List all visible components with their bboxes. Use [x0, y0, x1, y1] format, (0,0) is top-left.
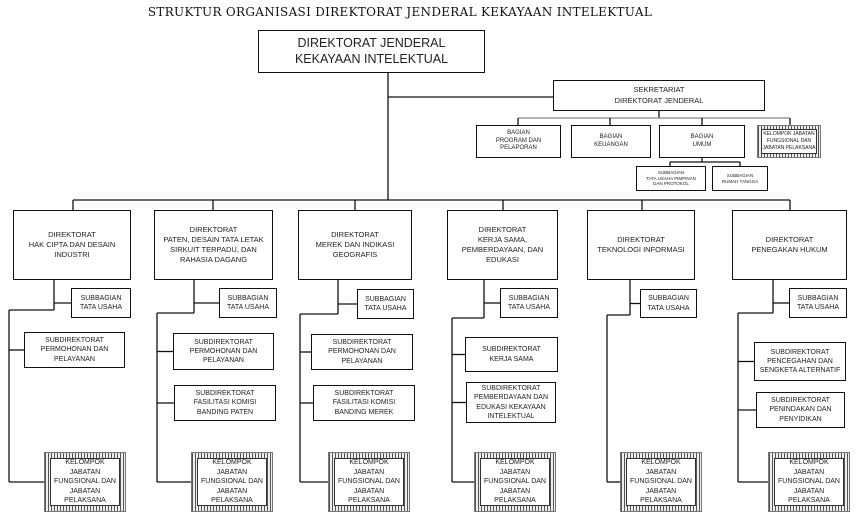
- subbagian-tata-usaha-box: SUBBAGIAN TATA USAHA: [71, 288, 131, 318]
- subdirektorat-box: SUBDIREKTORAT PENINDAKAN DAN PENYIDIKAN: [756, 392, 845, 428]
- subdirektorat-box: SUBDIREKTORAT PERMOHONAN DAN PELAYANAN: [311, 334, 413, 370]
- kelompok-jabatan-box: KELOMPOK JABATAN FUNGSIONAL DAN JABATAN …: [768, 452, 850, 512]
- directorate-box: DIREKTORAT PENEGAKAN HUKUM: [732, 210, 847, 280]
- kelompok-jabatan-box: KELOMPOK JABATAN FUNGSIONAL DAN JABATAN …: [620, 452, 702, 512]
- subbagian-tu-pimpinan-box: SUBBAGIAN TATA USAHA PIMPINAN DAN PROTOK…: [636, 166, 706, 191]
- subbagian-tata-usaha-box: SUBBAGIAN TATA USAHA: [357, 289, 414, 319]
- directorate-box: DIREKTORAT KERJA SAMA, PEMBERDAYAAN, DAN…: [447, 210, 558, 280]
- subdirektorat-box: SUBDIREKTORAT PENCEGAHAN DAN SENGKETA AL…: [754, 342, 846, 381]
- kelompok-jabatan-label: KELOMPOK JABATAN FUNGSIONAL DAN JABATAN …: [480, 458, 550, 506]
- secretariat-box: SEKRETARIAT DIREKTORAT JENDERAL: [553, 80, 765, 111]
- subdirektorat-box: SUBDIREKTORAT PEMBERDAYAAN DAN EDUKASI K…: [466, 382, 556, 423]
- secretariat-kelompok-label: KELOMPOK JABATAN FUNGSIONAL DAN JABATAN …: [761, 129, 817, 154]
- secretariat-kelompok-box: KELOMPOK JABATAN FUNGSIONAL DAN JABATAN …: [757, 125, 821, 158]
- directorate-box: DIREKTORAT MEREK DAN INDIKASI GEOGRAFIS: [298, 210, 412, 280]
- subbagian-rumah-tangga-box: SUBBAGIAN RUMAH TANGGA: [712, 166, 768, 191]
- subbagian-tata-usaha-box: SUBBAGIAN TATA USAHA: [219, 288, 277, 318]
- subbagian-tata-usaha-box: SUBBAGIAN TATA USAHA: [789, 288, 847, 318]
- subdirektorat-box: SUBDIREKTORAT FASILITASI KOMISI BANDING …: [174, 385, 276, 421]
- bagian-keuangan-box: BAGIAN KEUANGAN: [571, 125, 651, 158]
- subbagian-tata-usaha-box: SUBBAGIAN TATA USAHA: [500, 288, 558, 318]
- kelompok-jabatan-box: KELOMPOK JABATAN FUNGSIONAL DAN JABATAN …: [474, 452, 556, 512]
- subdirektorat-box: SUBDIREKTORAT PERMOHONAN DAN PELAYANAN: [24, 332, 125, 368]
- kelompok-jabatan-box: KELOMPOK JABATAN FUNGSIONAL DAN JABATAN …: [191, 452, 273, 512]
- subdirektorat-box: SUBDIREKTORAT FASILITASI KOMISI BANDING …: [313, 385, 415, 421]
- kelompok-jabatan-label: KELOMPOK JABATAN FUNGSIONAL DAN JABATAN …: [334, 458, 404, 506]
- subbagian-tata-usaha-box: SUBBAGIAN TATA USAHA: [640, 289, 697, 318]
- kelompok-jabatan-label: KELOMPOK JABATAN FUNGSIONAL DAN JABATAN …: [50, 458, 120, 506]
- directorate-box: DIREKTORAT PATEN, DESAIN TATA LETAK SIRK…: [154, 210, 273, 280]
- bagian-umum-box: BAGIAN UMUM: [659, 125, 745, 158]
- kelompok-jabatan-label: KELOMPOK JABATAN FUNGSIONAL DAN JABATAN …: [774, 458, 844, 506]
- kelompok-jabatan-box: KELOMPOK JABATAN FUNGSIONAL DAN JABATAN …: [328, 452, 410, 512]
- subdirektorat-box: SUBDIREKTORAT KERJA SAMA: [465, 337, 558, 372]
- directorate-general-box: DIREKTORAT JENDERAL KEKAYAAN INTELEKTUAL: [258, 30, 485, 73]
- kelompok-jabatan-label: KELOMPOK JABATAN FUNGSIONAL DAN JABATAN …: [197, 458, 267, 506]
- directorate-box: DIREKTORAT TEKNOLOGI INFORMASI: [587, 210, 695, 280]
- kelompok-jabatan-box: KELOMPOK JABATAN FUNGSIONAL DAN JABATAN …: [44, 452, 126, 512]
- subdirektorat-box: SUBDIREKTORAT PERMOHONAN DAN PELAYANAN: [173, 333, 274, 370]
- directorate-box: DIREKTORAT HAK CIPTA DAN DESAIN INDUSTRI: [13, 210, 131, 280]
- bagian-program-box: BAGIAN PROGRAM DAN PELAPORAN: [476, 125, 561, 158]
- kelompok-jabatan-label: KELOMPOK JABATAN FUNGSIONAL DAN JABATAN …: [626, 458, 696, 506]
